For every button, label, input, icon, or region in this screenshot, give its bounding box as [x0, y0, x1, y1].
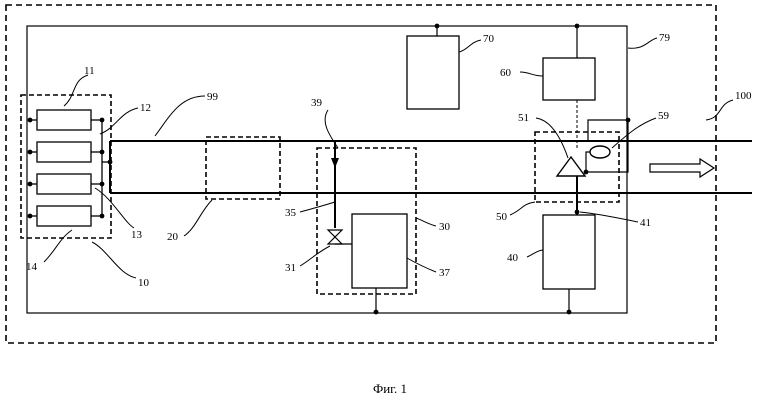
label-11: 11	[84, 65, 95, 77]
label-13: 13	[131, 229, 143, 241]
label-41: 41	[640, 217, 651, 229]
node-59-b	[584, 170, 589, 175]
node-59-a	[626, 118, 631, 123]
figure-caption: Фиг. 1	[0, 381, 780, 397]
label-100: 100	[735, 90, 752, 102]
valve-31-icon	[328, 230, 342, 244]
label-99: 99	[207, 91, 219, 103]
block-40	[543, 215, 595, 289]
leader-lines	[44, 38, 733, 278]
cell-4	[37, 206, 91, 226]
label-12: 12	[140, 102, 151, 114]
block-37	[352, 214, 407, 288]
check-valve-51-icon	[557, 157, 585, 176]
label-31: 31	[285, 262, 296, 274]
node-70-top	[435, 24, 440, 29]
label-79: 79	[659, 32, 671, 44]
node-60-top	[575, 24, 580, 29]
label-30: 30	[439, 221, 451, 233]
label-39: 39	[311, 97, 323, 109]
label-59: 59	[658, 110, 670, 122]
label-10: 10	[138, 277, 150, 289]
unit-20-box	[206, 137, 280, 199]
label-50: 50	[496, 211, 508, 223]
label-51: 51	[518, 112, 529, 124]
label-40: 40	[507, 252, 519, 264]
frame-79	[27, 26, 627, 313]
node-37-ground	[374, 310, 379, 315]
label-35: 35	[285, 207, 297, 219]
node-40-ground	[567, 310, 572, 315]
block-70	[407, 36, 459, 109]
injection-arrowhead	[331, 158, 339, 168]
flow-arrow-icon	[650, 159, 714, 177]
sensor-59-icon	[590, 146, 610, 158]
label-37: 37	[439, 267, 451, 279]
label-14: 14	[26, 261, 38, 273]
block-60	[543, 58, 595, 100]
cell-1	[37, 110, 91, 130]
node-41	[575, 210, 580, 215]
label-20: 20	[167, 231, 179, 243]
sensor-59-wiring	[586, 120, 628, 172]
cell-3	[37, 174, 91, 194]
cell-terminals	[28, 118, 113, 219]
unit-30-box	[317, 148, 416, 294]
cell-stack	[30, 110, 110, 226]
system-boundary-100	[6, 5, 716, 343]
cell-2	[37, 142, 91, 162]
label-60: 60	[500, 67, 512, 79]
label-70: 70	[483, 33, 495, 45]
